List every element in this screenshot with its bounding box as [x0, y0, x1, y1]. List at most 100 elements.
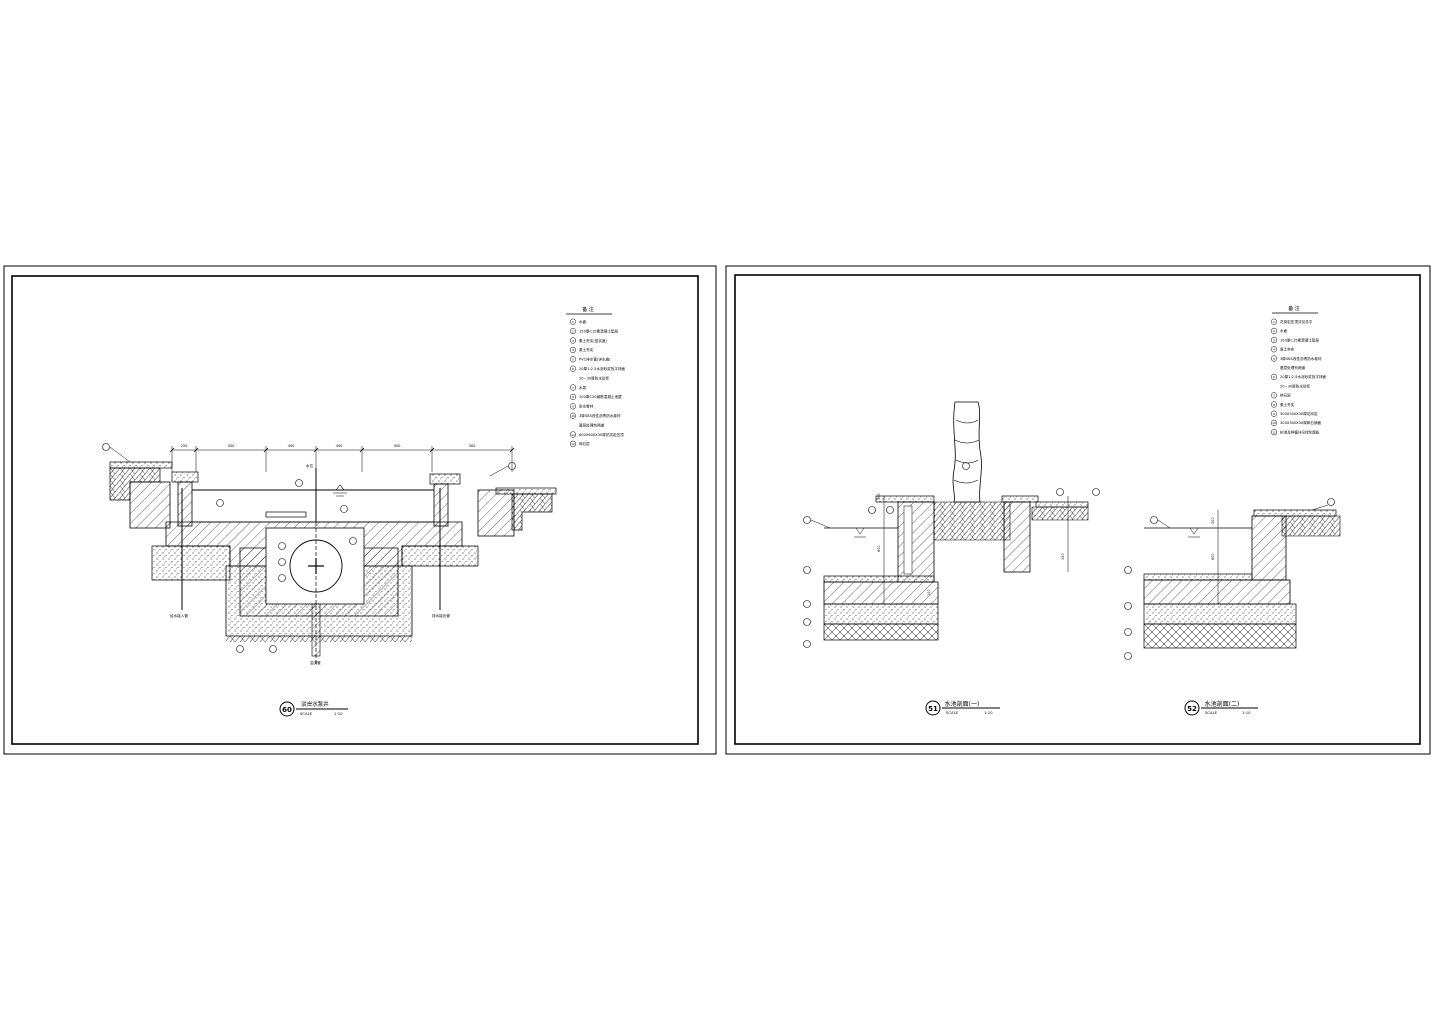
d52-ground	[1281, 515, 1341, 537]
d51-callout-2	[803, 516, 811, 524]
legend-number: 7	[572, 386, 574, 390]
callout-circle-k	[269, 645, 277, 653]
legend-number-circle	[1270, 327, 1278, 334]
right-sheet-inner-border	[734, 274, 1421, 745]
d52-floor-slab	[1143, 579, 1291, 605]
left-legend-title: 备 注	[582, 306, 594, 313]
d51-callout-5	[803, 600, 811, 608]
legend-number: 4	[1273, 348, 1275, 352]
legend-item-text: 300X300X30厚花岗岩	[1280, 411, 1318, 416]
d52-floor-finish	[1143, 573, 1253, 581]
right-sheet-outer-border	[725, 265, 1431, 755]
gravel-bed-left	[151, 545, 231, 581]
d52-callout-3	[1124, 628, 1132, 636]
dim-slash	[429, 447, 435, 453]
footing-right	[477, 489, 515, 537]
d52-callout-6	[1124, 566, 1132, 574]
legend-number: 10	[1272, 421, 1276, 425]
pump-unit	[265, 511, 307, 518]
legend-number-circle	[1270, 410, 1278, 417]
d51-callout-1	[1092, 488, 1100, 496]
left-scale-label: SCALE	[300, 711, 313, 716]
legend-item-text: 树池及种植详见绿化图纸	[1280, 429, 1320, 434]
dim-slash	[359, 447, 365, 453]
tree-trunk	[952, 401, 982, 503]
d52-leader-2	[1157, 519, 1171, 529]
d51-gravel-layer	[823, 603, 939, 625]
d51-planting-soil	[933, 501, 1011, 541]
ground-right	[511, 493, 553, 531]
right-legend-title: 备 注	[1288, 305, 1300, 312]
dim-slash	[313, 447, 319, 453]
left-scale-value: 1:10	[334, 711, 343, 716]
legend-item-text: 水面	[579, 319, 587, 324]
d51-scale-value: 1:10	[984, 710, 993, 715]
d51-coping-right	[1001, 495, 1039, 503]
legend-item-text: 3厚SBS改性沥青防水卷材	[579, 413, 621, 418]
legend-number: 3	[572, 339, 574, 343]
legend-number: 1	[572, 320, 574, 324]
dim-label: 450	[336, 444, 344, 448]
callout-circle-e	[349, 537, 357, 545]
legend-number: 11	[1272, 430, 1276, 434]
d51-paving-right	[1035, 501, 1089, 508]
legend-item-text: PVC排水管(详水施)	[579, 357, 611, 362]
callout-circle-i	[216, 499, 224, 507]
callout-circle-j	[236, 645, 244, 653]
d52-dim-label: 300	[1211, 518, 1215, 524]
legend-number-circle	[569, 393, 577, 400]
d52-coping	[1253, 509, 1337, 517]
d51-number: 51	[928, 705, 938, 713]
d51-dim-label: 300	[877, 494, 881, 500]
legend-number-circle	[569, 337, 577, 344]
dim-label: 450	[394, 444, 402, 448]
legend-item-text: 20~30厚防水砂浆	[1280, 383, 1311, 388]
callout-water-text: 水位	[306, 463, 314, 468]
legend-number-circle	[1270, 429, 1278, 436]
legend-item-text: 基层处理剂两道	[579, 422, 605, 427]
legend-number-circle	[569, 412, 577, 419]
legend-number: 2	[1273, 329, 1275, 333]
legend-number-circle	[569, 403, 577, 410]
d51-curb	[1003, 501, 1031, 573]
footing-left	[129, 481, 171, 529]
legend-number: 5	[1273, 357, 1275, 361]
d52-callout-5	[1124, 602, 1132, 610]
legend-item-text: 基层处理剂两道	[1280, 365, 1306, 370]
pool-wall-left	[177, 481, 193, 527]
d52-dim-label: 600	[1211, 554, 1215, 560]
legend-item-text: 碎石层	[579, 441, 590, 446]
d51-dim-label: 100	[927, 590, 931, 596]
tree-trunk-rings	[953, 419, 980, 484]
detail-52-drawing: 300 600	[1124, 498, 1341, 660]
d51-leader-2	[810, 519, 831, 529]
legend-number: 6	[1273, 375, 1275, 379]
legend-number-circle	[569, 346, 577, 353]
legend-number-circle	[569, 356, 577, 363]
legend-item-text: 20厚1:2.5水泥砂浆找平抹面	[579, 366, 626, 371]
d52-scale-value: 1:10	[1242, 710, 1251, 715]
legend-number-circle	[1270, 373, 1278, 380]
left-title-number-circle	[279, 701, 295, 717]
dim-slash	[169, 447, 175, 453]
legend-number: 10	[571, 414, 575, 418]
left-sheet-inner-border	[11, 275, 699, 745]
d52-dim-labels: 300 600	[1211, 518, 1215, 560]
drain-pipe	[311, 603, 321, 657]
legend-number-circle	[569, 440, 577, 447]
d51-callout-6	[803, 566, 811, 574]
d52-water-marker	[1189, 527, 1199, 535]
legend-item-text: 原土夯实	[579, 347, 594, 352]
d52-scale-label: SCALE	[1205, 710, 1218, 715]
left-title-text: 驳岸水泵井	[301, 700, 329, 708]
legend-item-text: 150厚C15素混凝土垫层	[1280, 337, 1320, 342]
d51-callout-7	[1056, 488, 1064, 496]
legend-item-text: 防水卷材	[579, 404, 594, 409]
legend-number-circle	[569, 431, 577, 438]
legend-number-circle	[1270, 337, 1278, 344]
d52-title: 水池剖面(二)	[1205, 700, 1240, 708]
water-level-marker	[335, 484, 345, 491]
